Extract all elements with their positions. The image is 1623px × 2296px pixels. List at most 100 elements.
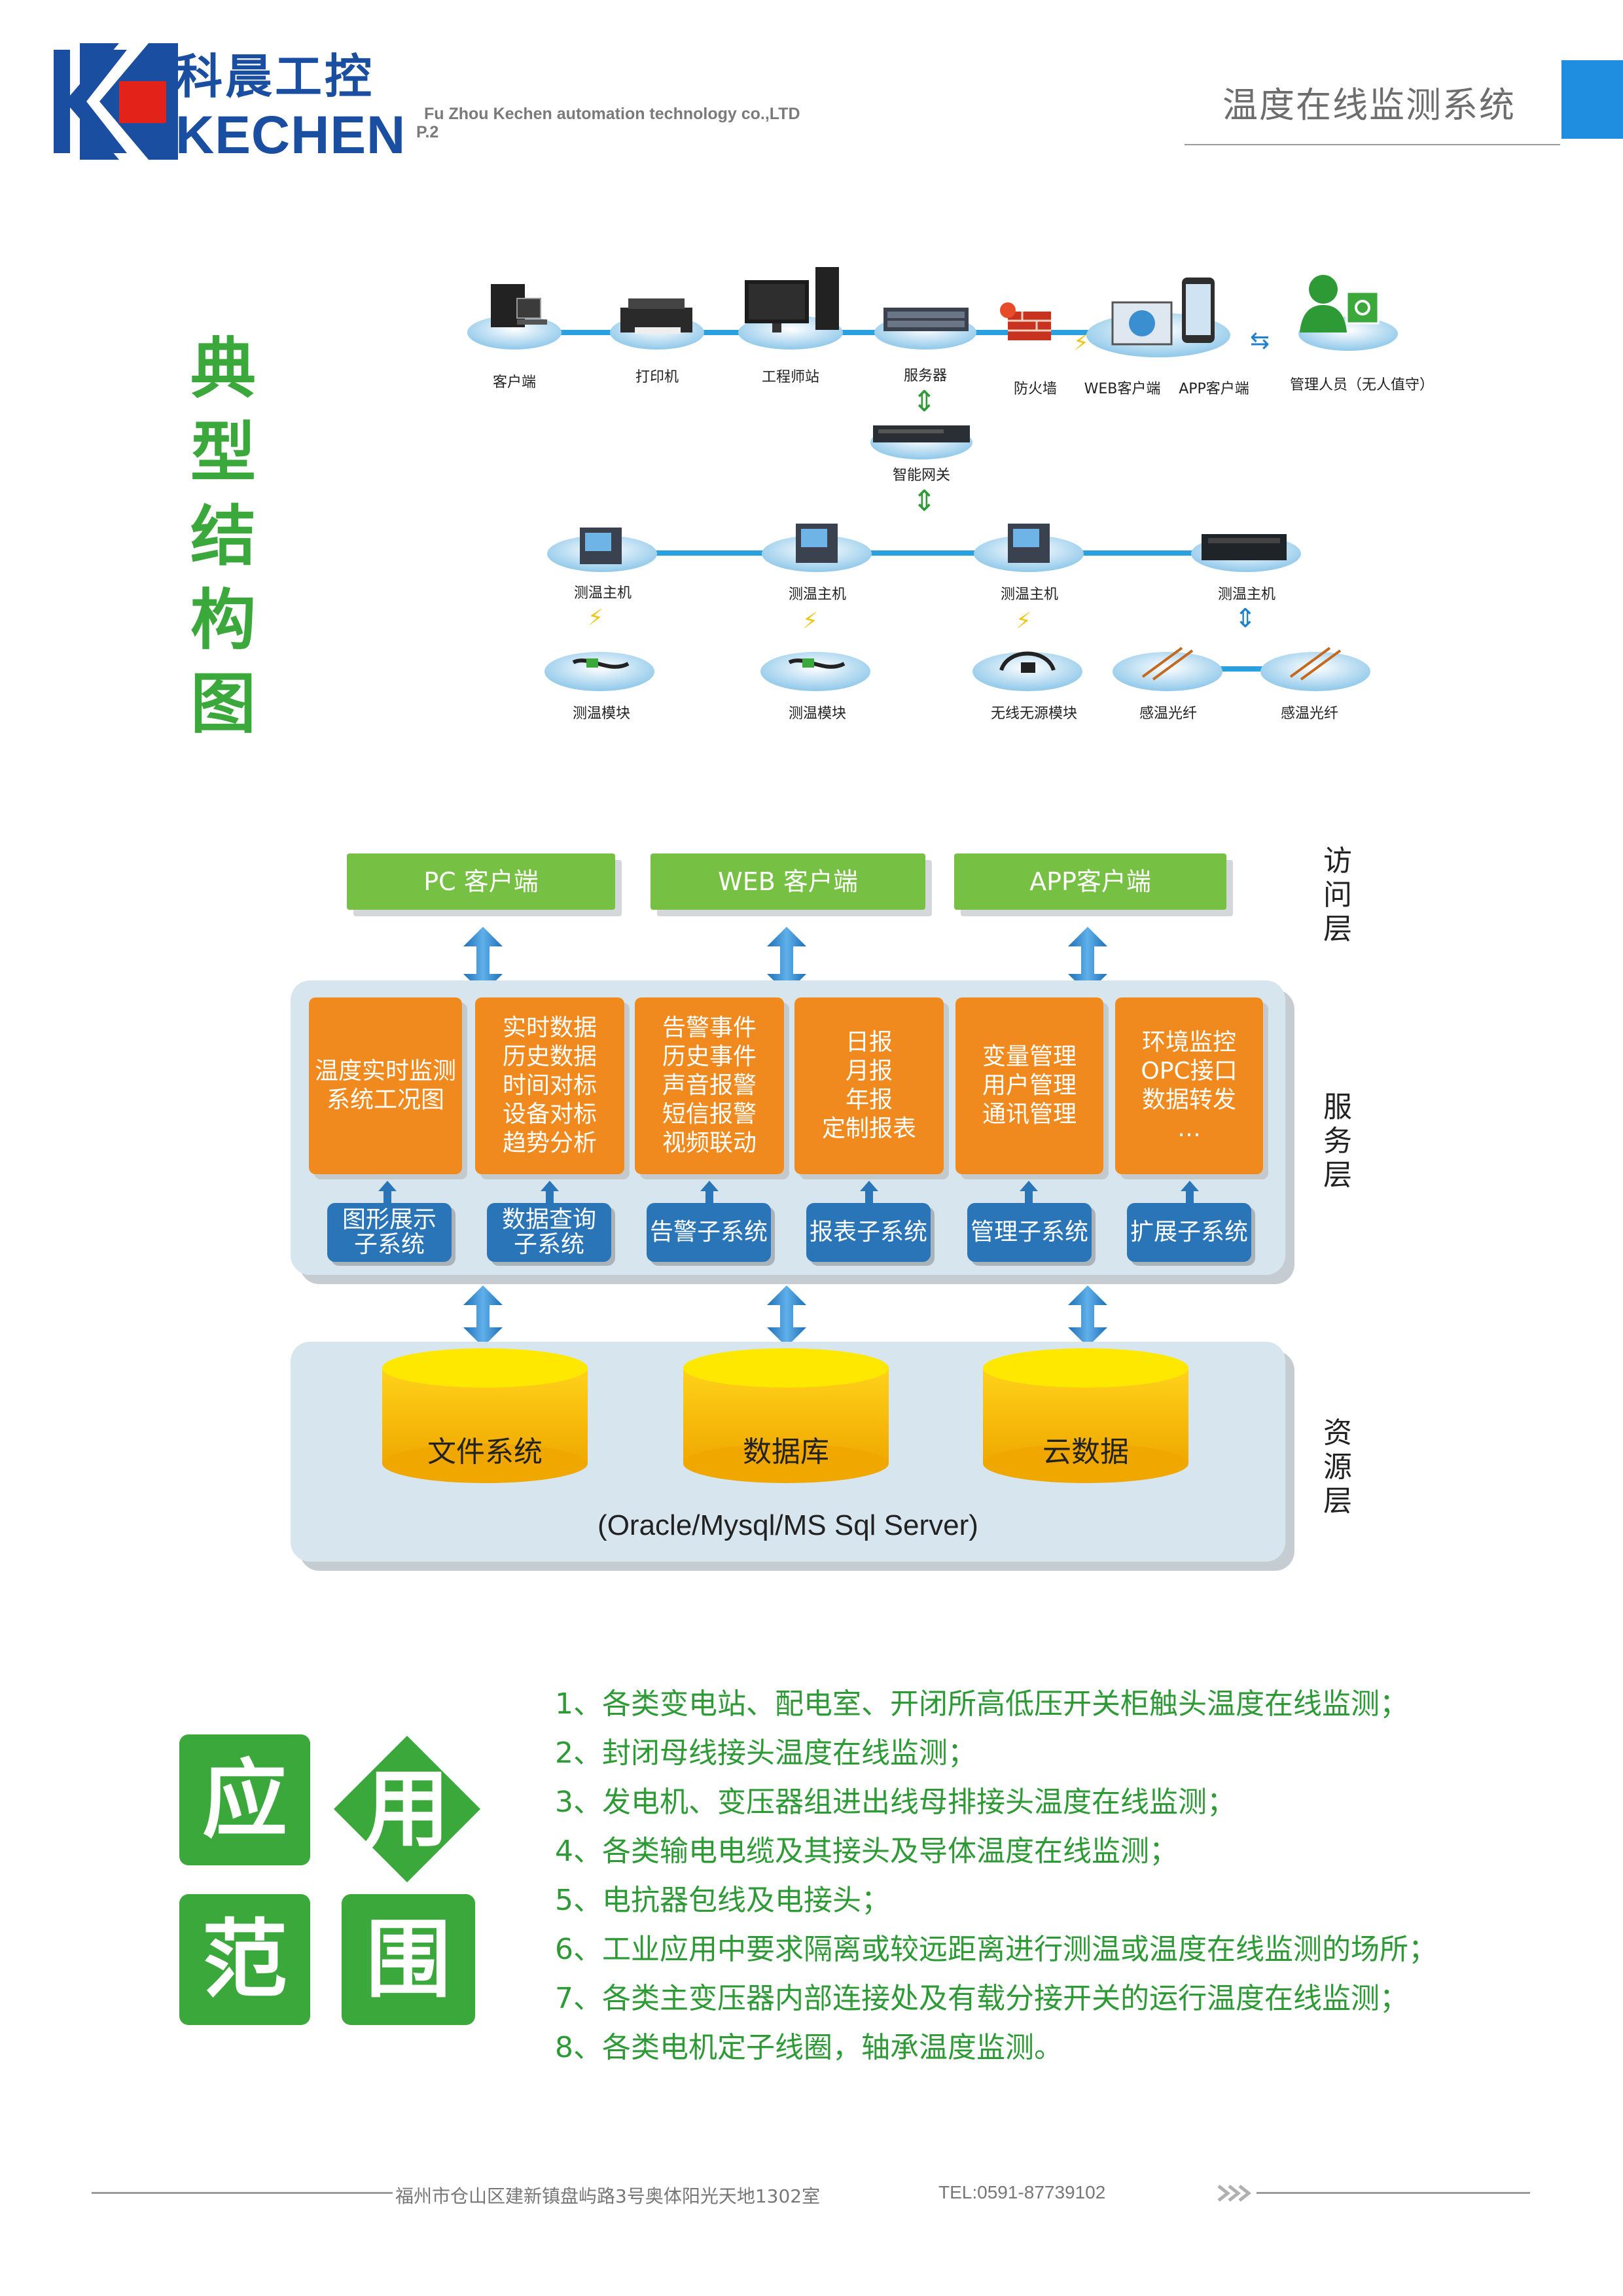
brand-name-en: KECHEN: [175, 105, 406, 165]
database-cylinder: [683, 1348, 889, 1483]
device-label: 客户端: [492, 374, 536, 391]
device-pad: [1260, 652, 1370, 691]
header-divider: [1185, 144, 1560, 145]
up-arrow-icon: [378, 1181, 397, 1203]
up-arrow-icon: [541, 1181, 559, 1203]
company-logo: [41, 43, 178, 160]
scope-tile: 范: [179, 1894, 310, 2025]
wireless-passive-module-icon: [999, 651, 1056, 673]
up-arrow-icon: [700, 1181, 719, 1203]
page-number: P.2: [416, 123, 439, 141]
title-char: 结: [190, 498, 256, 575]
db-label-file-system: 文件系统: [427, 1435, 543, 1469]
double-arrow-icon: [767, 1285, 806, 1347]
device-label: 智能网关: [892, 467, 950, 484]
device-label: 打印机: [635, 369, 679, 386]
device-label: WEB客户端: [1084, 381, 1161, 397]
scope-list: 1、各类变电站、配电室、开闭所高低压开关柜触头温度在线监测； 2、封闭母线接头温…: [555, 1679, 1576, 2072]
brand-name-cn: 科晨工控: [175, 49, 375, 104]
topology-diagram: ⚡ ⇆ ⇕ ⇕ ⚡ ⚡ ⚡ ⇕: [467, 267, 1398, 691]
subsystem-graphics: 图形展示子系统: [327, 1203, 452, 1262]
scope-list-item: 1、各类变电站、配电室、开闭所高低压开关柜触头温度在线监测；: [555, 1687, 1408, 1721]
device-label: 测温主机: [788, 586, 846, 603]
device-pad: [544, 652, 654, 691]
device-label: 测温主机: [1217, 586, 1275, 603]
scope-list-item: 7、各类主变压器内部连接处及有载分接开关的运行温度在线监测；: [555, 1982, 1408, 2015]
title-char: 图: [190, 666, 256, 742]
up-down-arrow-icon: ⇕: [912, 385, 936, 418]
app-client-box: APP客户端: [954, 853, 1226, 910]
up-arrow-icon: [1020, 1181, 1038, 1203]
device-pad: [1113, 652, 1222, 691]
layer-label-access: 访问层: [1323, 844, 1352, 946]
service-box-data: 实时数据历史数据时间对标设备对标趋势分析: [475, 997, 624, 1174]
subsystem-alarm: 告警子系统: [647, 1203, 771, 1262]
device-label: 测温模块: [572, 706, 630, 722]
scope-tile: 围: [342, 1894, 475, 2025]
device-label: 测温模块: [788, 706, 846, 722]
device-label: 工程师站: [761, 369, 819, 386]
device-label: 防火墙: [1013, 381, 1057, 397]
device-label: 无线无源模块: [990, 706, 1077, 722]
db-label-cloud-data: 云数据: [1043, 1435, 1129, 1469]
double-arrow-icon: [463, 927, 503, 994]
document-title: 温度在线监测系统: [1222, 84, 1516, 126]
device-label: 管理人员（无人值守）: [1289, 377, 1434, 393]
lightning-icon: ⚡: [1073, 330, 1089, 356]
double-arrow-icon: [1068, 1285, 1107, 1347]
scope-list-item: 8、各类电机定子线圈，轴承温度监测。: [555, 2031, 1063, 2064]
scope-list-item: 4、各类输电电缆及其接头及导体温度在线监测；: [555, 1835, 1178, 1868]
service-box-graphics: 温度实时监测系统工况图: [309, 997, 462, 1174]
fiber-sensor-icon: [1289, 647, 1342, 681]
device-label: 感温光纤: [1139, 706, 1197, 722]
scope-list-item: 6、工业应用中要求隔离或较远距离进行测温或温度在线监测的场所；: [555, 1933, 1437, 1966]
subsystem-report: 报表子系统: [806, 1203, 931, 1262]
section-title-typical-structure: 典 型 结 构 图: [187, 327, 259, 746]
database-cylinder: [382, 1348, 588, 1483]
temperature-host-icon: [580, 528, 622, 564]
subsystem-up-arrows: [378, 1181, 1199, 1203]
device-label: APP客户端: [1179, 381, 1249, 397]
firewall-icon: [1000, 302, 1051, 340]
pc-client-box: PC 客户端: [347, 853, 615, 910]
temperature-module-icon: [572, 658, 630, 669]
footer-address: 福州市仓山区建新镇盘屿路3号奥体阳光天地1302室: [395, 2185, 821, 2207]
device-label: 服务器: [903, 368, 947, 384]
subsystem-extension: 扩展子系统: [1127, 1203, 1251, 1262]
footer-divider: [1257, 2192, 1530, 2194]
web-client-box: WEB 客户端: [651, 853, 925, 910]
printer-icon: [620, 298, 692, 334]
scope-tile: 用: [364, 1759, 450, 1859]
device-pad: [760, 652, 870, 691]
double-arrow-icon: [1068, 927, 1107, 994]
service-box-management: 变量管理用户管理通讯管理: [955, 997, 1103, 1174]
scope-list-item: 5、电抗器包线及电接头；: [555, 1884, 890, 1917]
device-label: 测温主机: [573, 585, 632, 601]
server-icon: [883, 308, 969, 331]
title-char: 典: [190, 331, 256, 407]
database-cylinder: [983, 1348, 1188, 1483]
header-accent-tab: [1561, 60, 1623, 139]
double-arrow-icon: [767, 927, 806, 994]
up-arrow-icon: [860, 1181, 878, 1203]
manager-icon: [1300, 275, 1380, 332]
bidirectional-arrow-icon: ⇆: [1250, 327, 1270, 354]
temperature-host-icon: [1202, 534, 1287, 560]
footer-telephone: TEL:0591-87739102: [938, 2182, 1106, 2202]
service-box-report: 日报月报年报定制报表: [794, 997, 944, 1174]
engineer-workstation-icon: [745, 267, 839, 332]
scope-tile: 应: [179, 1734, 310, 1865]
web-client-icon: [1111, 301, 1173, 346]
db-label-database: 数据库: [743, 1435, 829, 1469]
up-down-arrow-icon: ⇕: [1234, 603, 1257, 634]
lightning-icon: ⚡: [588, 605, 603, 631]
fiber-sensor-icon: [1141, 647, 1194, 681]
scope-list-item: 2、封闭母线接头温度在线监测；: [555, 1736, 976, 1770]
app-client-icon: [1182, 278, 1215, 343]
database-cylinders: [382, 1348, 1188, 1483]
db-note: (Oracle/Mysql/MS Sql Server): [597, 1509, 978, 1541]
temperature-module-icon: [788, 658, 846, 669]
lightning-icon: ⚡: [802, 608, 818, 634]
service-box-alarm: 告警事件历史事件声音报警短信报警视频联动: [635, 997, 784, 1174]
